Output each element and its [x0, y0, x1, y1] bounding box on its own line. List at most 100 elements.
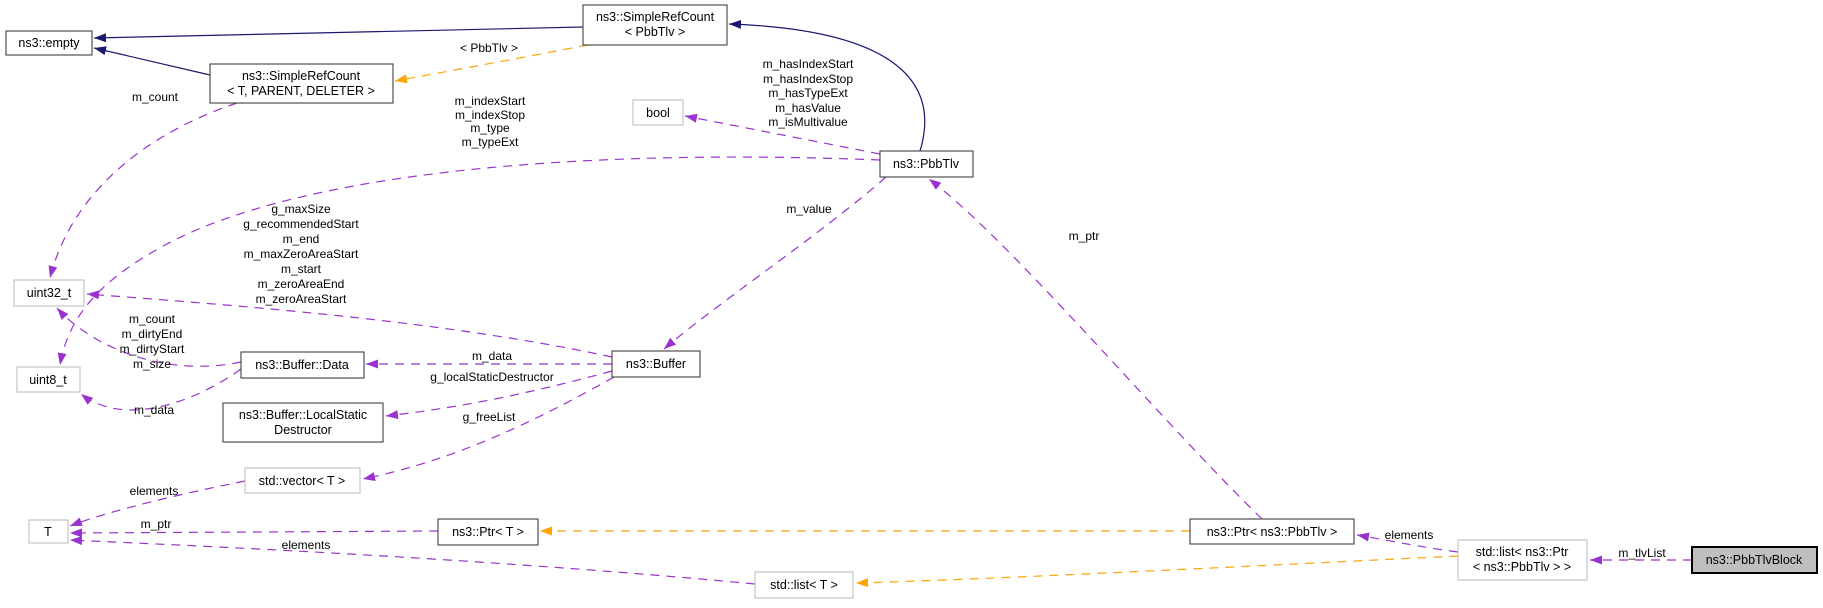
edge-label-m-data-buffer: m_data	[472, 349, 512, 363]
edge-label-m-size: m_size	[133, 357, 171, 371]
edge-inherit-simplerefcount-pbbtlv-to-empty	[93, 26, 584, 43]
node-pbbtlv[interactable]: ns3::PbbTlv	[879, 150, 974, 178]
edge-label-m-dirtyend: m_dirtyEnd	[122, 327, 183, 341]
edge-label-m-ismultivalue: m_isMultivalue	[768, 115, 848, 129]
edge-inherit-simplerefcount-t-to-empty	[93, 46, 211, 76]
node-simplerefcount-t[interactable]: ns3::SimpleRefCount < T, PARENT, DELETER…	[209, 63, 394, 104]
edge-template-simplerefcount-pbbtlv-to-simplerefcount-t	[394, 44, 589, 84]
node-simplerefcount-pbbtlv-box[interactable]	[582, 4, 728, 46]
node-vector-t-label: std::vector< T >	[259, 474, 345, 488]
edge-usage-buffer-to-uint32	[86, 290, 613, 358]
edge-inherit-pbbtlv-to-simplerefcount-pbbtlv	[728, 19, 926, 152]
node-ptr-t-label: ns3::Ptr< T >	[452, 525, 524, 539]
node-buffer-box[interactable]	[611, 350, 701, 378]
edges	[48, 19, 1692, 588]
node-pbbtlv-label: ns3::PbbTlv	[893, 157, 960, 171]
edge-usage-bufferdata-to-uint8-m-data	[80, 368, 242, 411]
edge-usage-ptr-t-to-t-m-ptr	[69, 528, 439, 538]
node-ns3-empty-box[interactable]	[5, 30, 93, 56]
node-bool-box	[632, 99, 684, 126]
edge-usage-bufferdata-to-uint32	[56, 307, 242, 367]
edge-usage-pbbtlv-to-uint8	[57, 156, 881, 366]
node-buffer-data[interactable]: ns3::Buffer::Data	[240, 351, 365, 379]
node-vector-t-box	[244, 467, 361, 494]
edge-usage-buffer-to-localstatic	[385, 370, 613, 420]
node-buffer-label: ns3::Buffer	[626, 357, 686, 371]
edge-label-m-count-data: m_count	[129, 312, 176, 326]
node-pbbtlvblock-box	[1691, 546, 1818, 574]
edge-label-m-value: m_value	[786, 202, 832, 216]
node-pbbtlvblock-main: ns3::PbbTlvBlock	[1691, 546, 1818, 574]
node-simplerefcount-t-label-2: < T, PARENT, DELETER >	[227, 84, 375, 98]
node-buffer-localstatic-label-2: Destructor	[274, 423, 332, 437]
node-uint32-box	[13, 279, 85, 307]
edge-label-g-freelist: g_freeList	[463, 410, 516, 424]
edge-label-m-start: m_start	[281, 262, 322, 276]
edge-label-g-recommendedstart: g_recommendedStart	[243, 217, 359, 231]
node-list-t-box	[754, 571, 854, 599]
node-bool: bool	[632, 99, 684, 126]
edge-labels: m_count < PbbTlv > m_hasIndexStart m_has…	[120, 41, 1667, 560]
node-list-t-label: std::list< T >	[770, 578, 838, 592]
node-t-box	[28, 519, 69, 544]
edge-label-m-count: m_count	[132, 90, 179, 104]
node-uint8-label: uint8_t	[29, 373, 67, 387]
node-list-ptr-pbbtlv-label-2: < ns3::PbbTlv > >	[1473, 560, 1571, 574]
node-buffer-data-box[interactable]	[240, 351, 365, 379]
edge-label-m-ptr-pbbtlv: m_ptr	[1069, 229, 1100, 243]
node-ptr-pbbtlv-box[interactable]	[1189, 518, 1355, 545]
node-pbbtlv-box[interactable]	[879, 150, 974, 178]
edge-label-m-indexstop: m_indexStop	[455, 108, 525, 122]
edge-label-m-ptr-t: m_ptr	[141, 517, 172, 531]
node-simplerefcount-pbbtlv-label-2: < PbbTlv >	[625, 25, 685, 39]
node-ptr-t-box[interactable]	[437, 518, 539, 546]
node-ptr-pbbtlv[interactable]: ns3::Ptr< ns3::PbbTlv >	[1189, 518, 1355, 545]
node-buffer-data-label: ns3::Buffer::Data	[255, 358, 349, 372]
edge-label-m-zeroareaend: m_zeroAreaEnd	[258, 277, 345, 291]
edge-label-elements-list-ptr: elements	[1385, 528, 1434, 542]
nodes: ns3::empty ns3::SimpleRefCount < T, PARE…	[5, 4, 1818, 599]
edge-label-m-hasvalue: m_hasValue	[775, 101, 841, 115]
node-buffer-localstatic[interactable]: ns3::Buffer::LocalStatic Destructor	[222, 402, 384, 443]
node-uint32-label: uint32_t	[27, 286, 72, 300]
node-ns3-empty[interactable]: ns3::empty	[5, 30, 93, 56]
edge-label-m-hasindexstop: m_hasIndexStop	[763, 72, 853, 86]
edge-usage-pbbtlv-to-buffer-m-value	[663, 176, 887, 350]
node-uint32: uint32_t	[13, 279, 85, 307]
edge-label-m-maxzeroareastart: m_maxZeroAreaStart	[244, 247, 359, 261]
edge-label-g-maxsize: g_maxSize	[271, 202, 331, 216]
edge-label-m-type: m_type	[470, 121, 510, 135]
node-buffer-localstatic-label-1: ns3::Buffer::LocalStatic	[239, 408, 367, 422]
node-uint8-box	[16, 366, 81, 393]
edge-label-m-indexstart: m_indexStart	[455, 94, 526, 108]
node-uint8: uint8_t	[16, 366, 81, 393]
node-simplerefcount-t-label-1: ns3::SimpleRefCount	[242, 69, 361, 83]
node-ptr-t[interactable]: ns3::Ptr< T >	[437, 518, 539, 546]
node-buffer[interactable]: ns3::Buffer	[611, 350, 701, 378]
edge-usage-buffer-to-vector-g-freelist	[362, 376, 615, 481]
edge-usage-pbbtlv-to-bool	[684, 113, 881, 155]
edge-usage-list-t-to-t-elements	[69, 536, 756, 585]
edge-usage-list-ptr-to-ptr-pbbtlv-elements	[1356, 532, 1459, 553]
node-t: T	[28, 519, 69, 544]
edge-label-m-end: m_end	[283, 232, 320, 246]
edge-label-m-tlvlist: m_tlvList	[1618, 546, 1666, 560]
edge-label-template-pbbtlv: < PbbTlv >	[460, 41, 518, 55]
node-simplerefcount-pbbtlv[interactable]: ns3::SimpleRefCount < PbbTlv >	[582, 4, 728, 46]
edge-label-g-localstaticdestructor: g_localStaticDestructor	[430, 370, 553, 384]
edge-usage-vector-to-t-elements	[69, 480, 246, 527]
node-simplerefcount-t-box[interactable]	[209, 63, 394, 104]
node-ns3-empty-label: ns3::empty	[18, 36, 80, 50]
edge-template-list-ptr-to-list-t	[855, 555, 1459, 588]
node-list-t: std::list< T >	[754, 571, 854, 599]
edge-label-m-typeext: m_typeExt	[462, 135, 519, 149]
node-list-ptr-pbbtlv: std::list< ns3::Ptr < ns3::PbbTlv > >	[1457, 539, 1588, 581]
edge-label-m-zeroareastart: m_zeroAreaStart	[256, 292, 347, 306]
edge-label-elements-list-t: elements	[282, 538, 331, 552]
node-buffer-localstatic-box[interactable]	[222, 402, 384, 443]
node-bool-label: bool	[646, 106, 670, 120]
edge-label-m-data-uint8: m_data	[134, 403, 174, 417]
node-simplerefcount-pbbtlv-label-1: ns3::SimpleRefCount	[596, 10, 715, 24]
